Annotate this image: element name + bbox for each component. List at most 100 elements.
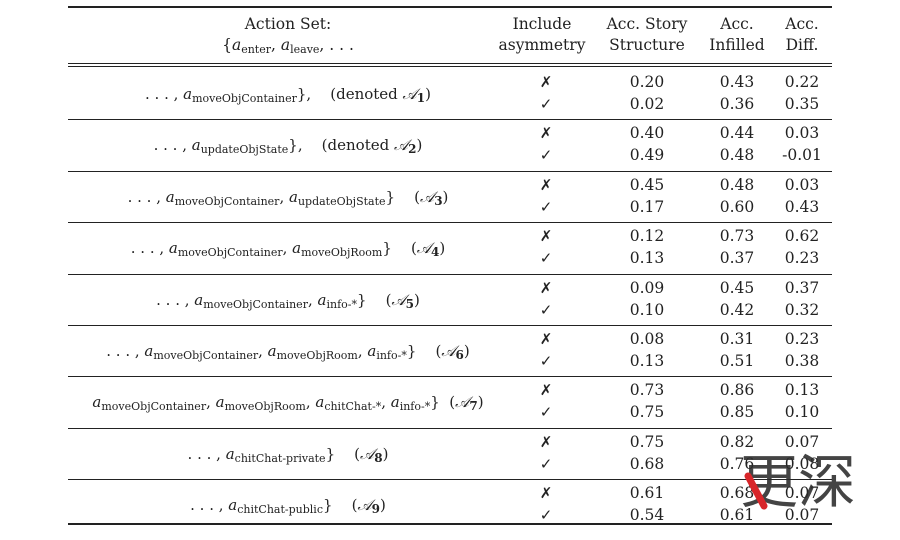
check-mark: ✓: [539, 352, 553, 370]
header-asymmetry: Include asymmetry: [498, 15, 586, 54]
story-structure-value: 0.13: [629, 249, 665, 268]
cross-mark: ✗: [539, 73, 553, 91]
infilled-value: 0.44: [719, 124, 755, 143]
infilled-value: 0.36: [719, 95, 755, 113]
diff-value: 0.35: [784, 95, 820, 113]
check-mark: ✓: [539, 146, 553, 165]
row-label-4: . . . , amoveObjContainer, amoveObjRoom}…: [130, 239, 446, 260]
story-structure-value: 0.75: [629, 432, 665, 451]
row-divider: [68, 325, 832, 326]
row-divider: [68, 119, 832, 121]
diff-value: 0.37: [784, 278, 820, 297]
diff-value: 0.32: [784, 300, 820, 319]
infilled-value: 0.45: [719, 278, 755, 297]
story-structure-value: 0.68: [629, 454, 665, 473]
cross-mark: ✗: [539, 124, 553, 143]
infilled-value: 0.60: [719, 197, 755, 216]
story-structure-value: 0.17: [629, 197, 665, 216]
story-structure-value: 0.09: [629, 278, 665, 297]
diff-value: 0.43: [784, 197, 820, 216]
infilled-value: 0.61: [719, 506, 755, 525]
check-mark: ✓: [539, 249, 553, 268]
story-structure-value: 0.49: [629, 146, 665, 165]
cross-mark: ✗: [539, 227, 553, 246]
infilled-value: 0.68: [719, 484, 755, 503]
story-structure-value: 0.40: [629, 124, 665, 143]
diff-value: 0.07: [784, 484, 820, 503]
watermark-logo: 更深: [740, 448, 856, 516]
check-mark: ✓: [539, 300, 553, 319]
header-rule-2: [68, 66, 832, 68]
row-label-5: . . . , amoveObjContainer, ainfo-*} (𝒜5): [156, 290, 420, 311]
row-divider: [68, 273, 832, 275]
story-structure-value: 0.20: [629, 73, 665, 91]
check-mark: ✓: [539, 403, 553, 422]
header-infilled: Acc. Infilled: [709, 15, 765, 54]
diff-value: 0.07: [784, 506, 820, 525]
bottom-rule: [68, 523, 832, 525]
diff-value: 0.08: [784, 454, 820, 473]
infilled-value: 0.76: [719, 454, 755, 473]
story-structure-value: 0.10: [629, 300, 665, 319]
row-label-6: . . . , amoveObjContainer, amoveObjRoom,…: [106, 342, 470, 362]
story-structure-value: 0.61: [629, 484, 665, 503]
story-structure-value: 0.75: [629, 403, 665, 422]
top-rule: [68, 6, 832, 8]
infilled-value: 0.73: [719, 227, 755, 246]
infilled-value: 0.48: [719, 146, 755, 165]
row-label-8: . . . , achitChat-private} (𝒜8): [187, 444, 389, 465]
header-action-set: Action Set: {aenter, aleave, . . .: [68, 14, 508, 60]
row-divider: [68, 376, 832, 378]
story-structure-value: 0.13: [629, 352, 665, 370]
header-diff: Acc. Diff.: [785, 15, 819, 54]
story-structure-value: 0.02: [629, 95, 665, 113]
story-structure-value: 0.08: [629, 330, 665, 348]
row-divider: [68, 427, 832, 429]
check-mark: ✓: [539, 506, 553, 525]
check-mark: ✓: [539, 95, 553, 113]
row-divider: [68, 479, 832, 481]
header-story-structure: Acc. Story Structure: [606, 15, 688, 54]
diff-value: 0.23: [784, 249, 820, 268]
infilled-value: 0.31: [719, 330, 755, 348]
infilled-value: 0.37: [719, 249, 755, 268]
story-structure-value: 0.73: [629, 381, 665, 400]
infilled-value: 0.43: [719, 73, 755, 91]
row-label-1: . . . , amoveObjContainer}, (denoted 𝒜1): [145, 85, 431, 105]
diff-value: 0.07: [784, 432, 820, 451]
watermark-text: 更深: [740, 448, 856, 516]
watermark-red-stroke: [744, 472, 768, 510]
diff-value: -0.01: [782, 146, 822, 165]
row-divider: [68, 222, 832, 224]
cross-mark: ✗: [539, 175, 553, 194]
infilled-value: 0.82: [719, 432, 755, 451]
header-action-set-math: {aenter, aleave, . . .: [222, 36, 354, 56]
diff-value: 0.22: [784, 73, 820, 91]
infilled-value: 0.86: [719, 381, 755, 400]
diff-value: 0.03: [784, 124, 820, 143]
story-structure-value: 0.12: [629, 227, 665, 246]
cross-mark: ✗: [539, 381, 553, 400]
cross-mark: ✗: [539, 278, 553, 297]
diff-value: 0.38: [784, 352, 820, 370]
check-mark: ✓: [539, 197, 553, 216]
header-rule-1: [68, 63, 832, 65]
diff-value: 0.03: [784, 175, 820, 194]
story-structure-value: 0.45: [629, 175, 665, 194]
check-mark: ✓: [539, 454, 553, 473]
row-label-7: amoveObjContainer, amoveObjRoom, achitCh…: [92, 393, 484, 414]
infilled-value: 0.85: [719, 403, 755, 422]
infilled-value: 0.48: [719, 175, 755, 194]
diff-value: 0.10: [784, 403, 820, 422]
row-label-3: . . . , amoveObjContainer, aupdateObjSta…: [127, 187, 449, 208]
infilled-value: 0.42: [719, 300, 755, 319]
cross-mark: ✗: [539, 484, 553, 503]
diff-value: 0.23: [784, 330, 820, 348]
cross-mark: ✗: [539, 432, 553, 451]
infilled-value: 0.51: [719, 352, 755, 370]
row-label-2: . . . , aupdateObjState}, (denoted 𝒜2): [153, 136, 423, 157]
diff-value: 0.62: [784, 227, 820, 246]
cross-mark: ✗: [539, 330, 553, 348]
diff-value: 0.13: [784, 381, 820, 400]
row-label-9: . . . , achitChat-public} (𝒜9): [190, 496, 386, 517]
